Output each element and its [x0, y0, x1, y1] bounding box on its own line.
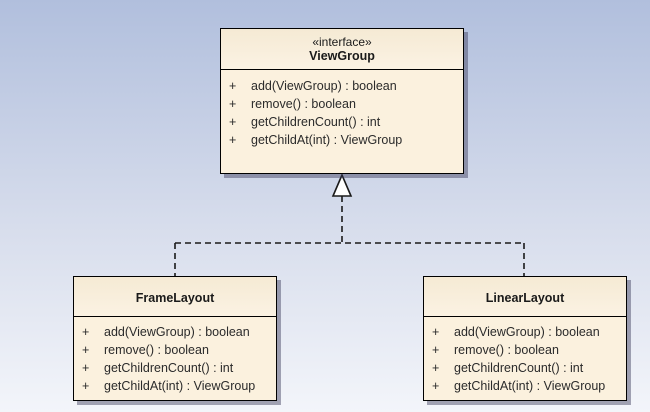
public-visibility-icon: + — [432, 379, 440, 393]
operation-row: + getChildAt(int) : ViewGroup — [424, 377, 626, 395]
public-visibility-icon: + — [432, 343, 440, 357]
operation-row: + add(ViewGroup) : boolean — [221, 77, 463, 95]
linearlayout-class-name: LinearLayout — [485, 291, 565, 305]
framelayout-operations: + add(ViewGroup) : boolean + remove() : … — [74, 317, 276, 395]
operation-row: + remove() : boolean — [424, 341, 626, 359]
public-visibility-icon: + — [82, 379, 90, 393]
operation-signature: getChildAt(int) : ViewGroup — [454, 379, 606, 393]
operation-signature: add(ViewGroup) : boolean — [454, 325, 600, 339]
linearlayout-header: LinearLayout — [424, 277, 626, 317]
public-visibility-icon: + — [432, 361, 440, 375]
operation-signature: remove() : boolean — [251, 97, 356, 111]
public-visibility-icon: + — [432, 325, 440, 339]
public-visibility-icon: + — [82, 343, 90, 357]
viewgroup-class-name: ViewGroup — [309, 49, 375, 63]
operation-row: + remove() : boolean — [74, 341, 276, 359]
operation-signature: getChildrenCount() : int — [454, 361, 584, 375]
operation-signature: remove() : boolean — [454, 343, 559, 357]
framelayout-class-name: FrameLayout — [135, 291, 215, 305]
operation-row: + getChildrenCount() : int — [74, 359, 276, 377]
operation-signature: getChildAt(int) : ViewGroup — [251, 133, 403, 147]
operation-row: + remove() : boolean — [221, 95, 463, 113]
operation-signature: remove() : boolean — [104, 343, 209, 357]
interface-stereotype: «interface» — [312, 35, 372, 49]
public-visibility-icon: + — [229, 79, 237, 93]
viewgroup-header: «interface» ViewGroup — [221, 29, 463, 70]
viewgroup-operations: + add(ViewGroup) : boolean + remove() : … — [221, 70, 463, 149]
public-visibility-icon: + — [229, 133, 237, 147]
operation-row: + getChildAt(int) : ViewGroup — [74, 377, 276, 395]
operation-row: + getChildAt(int) : ViewGroup — [221, 131, 463, 149]
public-visibility-icon: + — [229, 97, 237, 111]
operation-row: + add(ViewGroup) : boolean — [424, 323, 626, 341]
realization-arrowhead-icon — [331, 172, 353, 197]
operation-signature: add(ViewGroup) : boolean — [104, 325, 250, 339]
linearlayout-operations: + add(ViewGroup) : boolean + remove() : … — [424, 317, 626, 395]
operation-row: + getChildrenCount() : int — [221, 113, 463, 131]
framelayout-class-box[interactable]: FrameLayout + add(ViewGroup) : boolean +… — [73, 276, 277, 401]
operation-signature: getChildrenCount() : int — [251, 115, 381, 129]
public-visibility-icon: + — [229, 115, 237, 129]
framelayout-header: FrameLayout — [74, 277, 276, 317]
linearlayout-class-box[interactable]: LinearLayout + add(ViewGroup) : boolean … — [423, 276, 627, 401]
public-visibility-icon: + — [82, 361, 90, 375]
operation-row: + getChildrenCount() : int — [424, 359, 626, 377]
public-visibility-icon: + — [82, 325, 90, 339]
operation-signature: getChildrenCount() : int — [104, 361, 234, 375]
operation-signature: getChildAt(int) : ViewGroup — [104, 379, 256, 393]
operation-row: + add(ViewGroup) : boolean — [74, 323, 276, 341]
operation-signature: add(ViewGroup) : boolean — [251, 79, 397, 93]
viewgroup-interface-box[interactable]: «interface» ViewGroup + add(ViewGroup) :… — [220, 28, 464, 174]
